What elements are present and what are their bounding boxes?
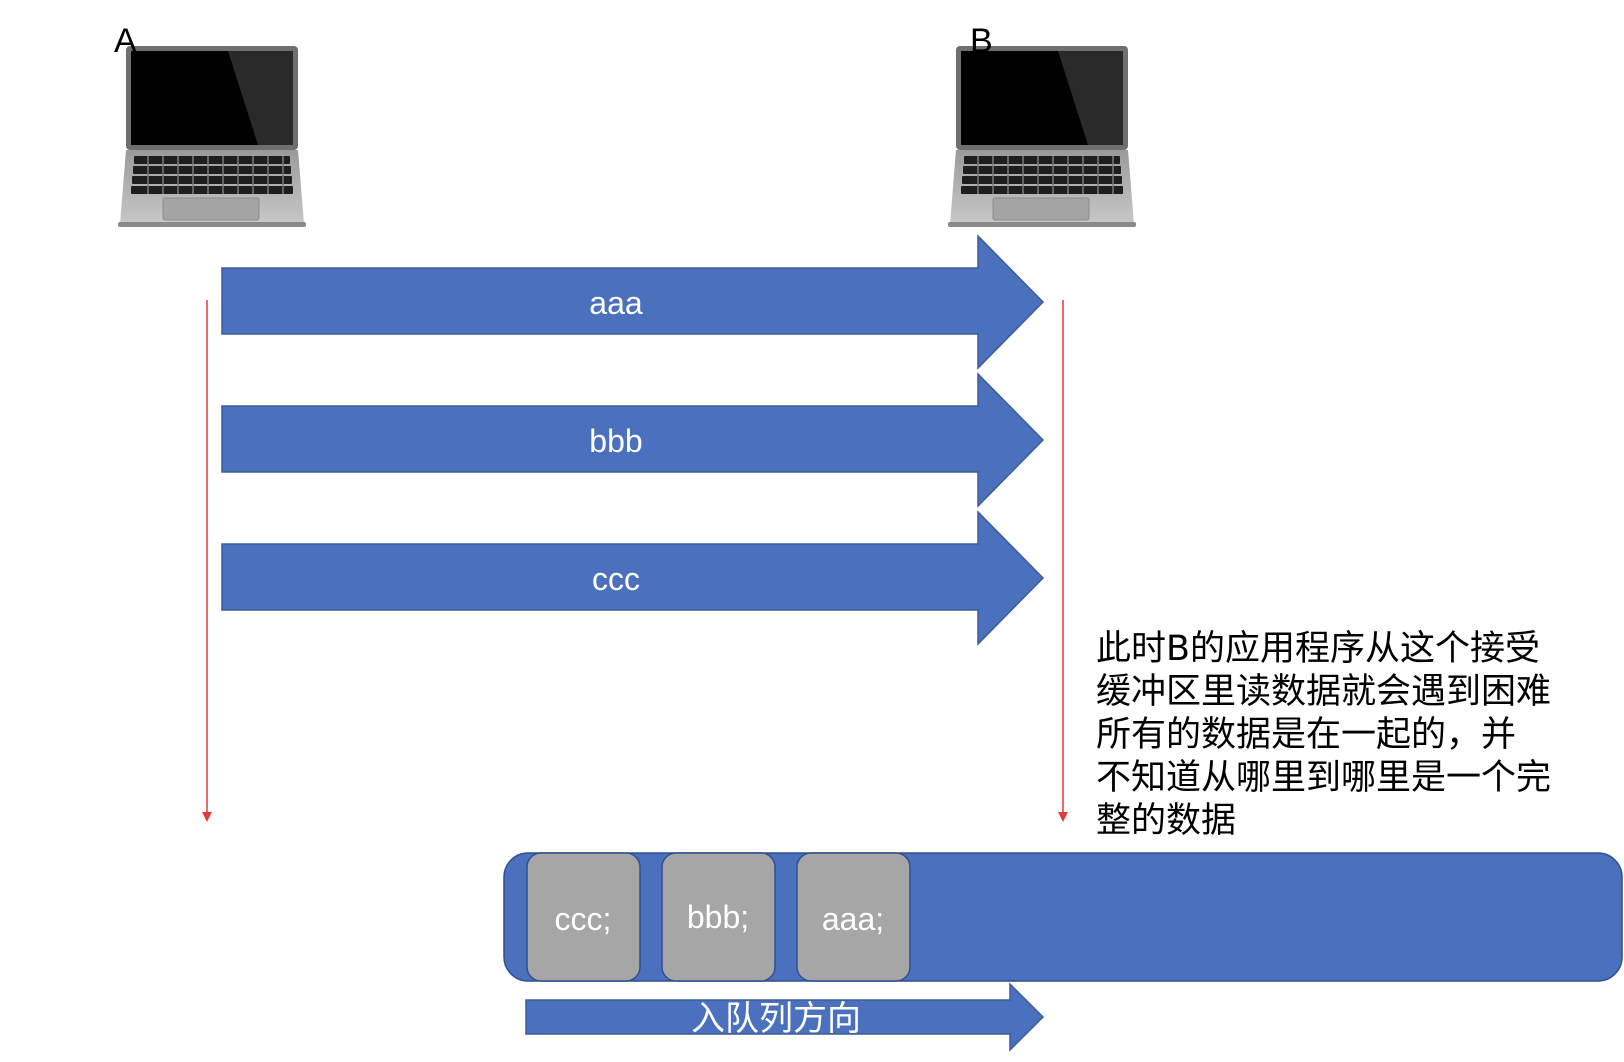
note-line: 所有的数据是在一起的，并 xyxy=(1096,715,1517,755)
laptop-a-icon xyxy=(118,46,306,227)
buffer-block-label-2: bbb; xyxy=(687,899,749,935)
note-line: 不知道从哪里到哪里是一个完 xyxy=(1096,758,1552,798)
explanation-note: 此时B的应用程序从这个接受 缓冲区里读数据就会遇到困难 所有的数据是在一起的，并… xyxy=(1096,628,1616,843)
buffer-block-label-3: aaa; xyxy=(822,901,884,937)
message-label-1: aaa xyxy=(589,285,643,321)
timeline-a xyxy=(202,300,212,822)
buffer-block-3: aaa; xyxy=(796,852,911,982)
message-label-3: ccc xyxy=(592,561,640,597)
message-arrow-3: ccc xyxy=(221,510,1045,646)
note-line: 缓冲区里读数据就会遇到困难 xyxy=(1096,672,1552,712)
buffer-block-1: ccc; xyxy=(526,852,641,982)
receive-buffer xyxy=(503,852,1623,982)
note-line: 此时B的应用程序从这个接受 xyxy=(1096,629,1541,669)
laptop-b-icon xyxy=(948,46,1136,227)
message-arrow-2: bbb xyxy=(221,372,1045,508)
enqueue-direction-label: 入队列方向 xyxy=(691,999,861,1039)
note-line: 整的数据 xyxy=(1096,801,1237,841)
host-a-label: A xyxy=(114,22,137,60)
message-arrow-1: aaa xyxy=(221,234,1045,370)
buffer-block-2: bbb; xyxy=(661,852,776,982)
timeline-b xyxy=(1058,300,1068,822)
enqueue-direction-arrow: 入队列方向 xyxy=(525,982,1045,1052)
message-label-2: bbb xyxy=(589,423,642,459)
buffer-block-label-1: ccc; xyxy=(555,901,612,937)
host-b-label: B xyxy=(970,22,993,60)
